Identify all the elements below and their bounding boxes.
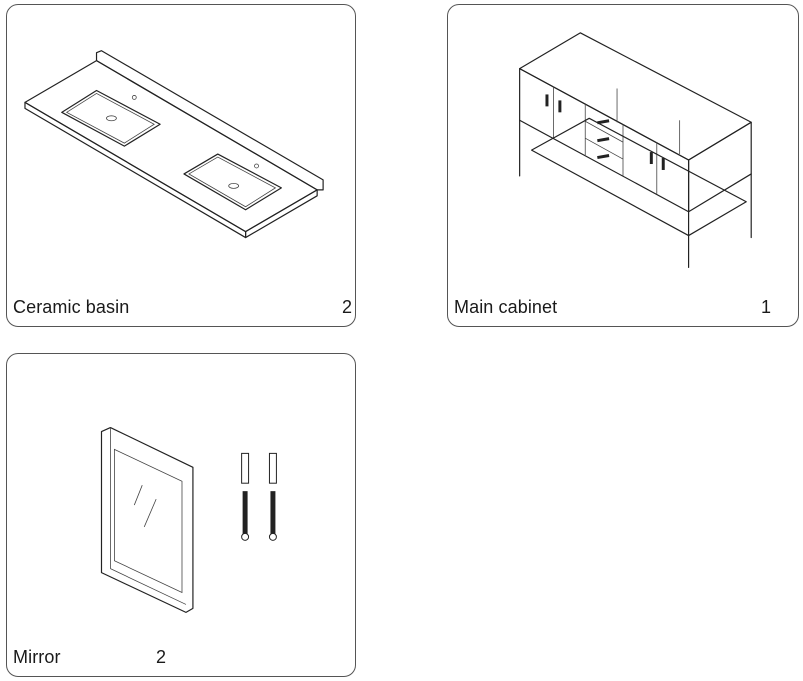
part-quantity: 2 [156,647,167,667]
main-cabinet-illustration [519,32,752,268]
part-card-mirror: Mirror 2 [6,353,356,677]
ceramic-basin-illustration [24,50,324,239]
part-name: Ceramic basin [13,297,130,317]
part-quantity: 1 [760,297,771,317]
part-card-ceramic-basin: Ceramic basin 2 [6,4,356,327]
part-card-main-cabinet: Main cabinet 1 [447,4,799,327]
part-name: Mirror [13,647,61,667]
mirror-illustration [100,426,277,613]
part-name: Main cabinet [454,297,558,317]
part-quantity: 2 [341,297,352,317]
